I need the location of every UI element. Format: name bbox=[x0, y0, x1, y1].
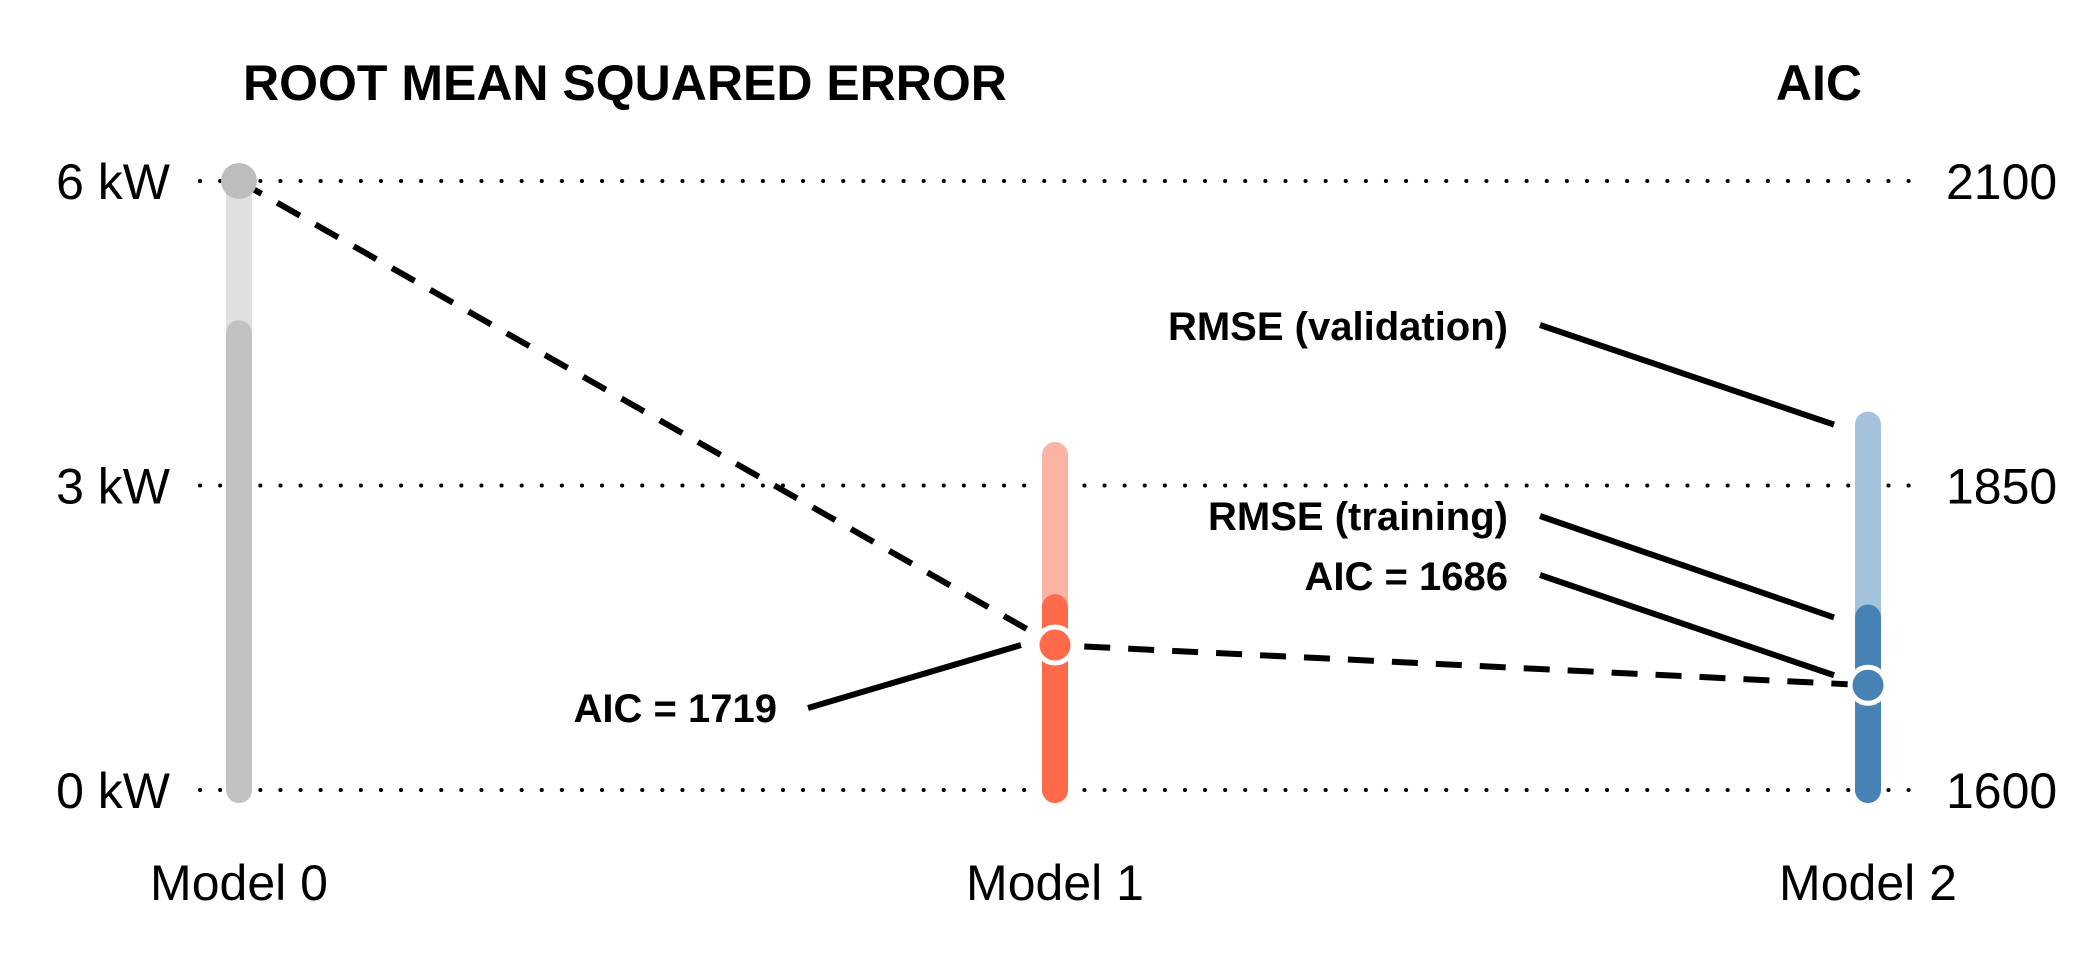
annotation-rmse-validation: RMSE (validation) bbox=[1168, 305, 1508, 349]
leader-rmse-validation bbox=[1539, 322, 1835, 428]
right-tick-label: 1600 bbox=[1946, 763, 2057, 819]
annotations: RMSE (validation) RMSE (training) AIC = … bbox=[574, 305, 1835, 731]
right-axis-ticks: 1600 1850 2100 bbox=[1946, 154, 2057, 819]
category-label: Model 2 bbox=[1779, 855, 1957, 911]
aic-point bbox=[1847, 664, 1889, 706]
annotation-aic-model-1: AIC = 1719 bbox=[574, 687, 777, 731]
right-axis-title: AIC bbox=[1776, 55, 1862, 111]
leader-aic-model-2 bbox=[1539, 572, 1835, 679]
leader-rmse-training bbox=[1539, 513, 1835, 621]
aic-series bbox=[221, 163, 1889, 706]
annotation-aic-model-2: AIC = 1686 bbox=[1305, 555, 1508, 599]
left-tick-label: 6 kW bbox=[56, 154, 171, 210]
category-label: Model 1 bbox=[966, 855, 1144, 911]
aic-point bbox=[1034, 624, 1076, 666]
right-tick-label: 2100 bbox=[1946, 154, 2057, 210]
left-tick-label: 0 kW bbox=[56, 763, 171, 819]
left-axis-title: ROOT MEAN SQUARED ERROR bbox=[243, 55, 1007, 111]
left-axis-ticks: 0 kW 3 kW 6 kW bbox=[56, 154, 171, 819]
leader-aic-model-1 bbox=[807, 642, 1022, 711]
left-tick-label: 3 kW bbox=[56, 459, 171, 515]
aic-point bbox=[221, 163, 257, 199]
category-labels: Model 0 Model 1 Model 2 bbox=[150, 855, 1957, 911]
right-tick-label: 1850 bbox=[1946, 459, 2057, 515]
annotation-rmse-training: RMSE (training) bbox=[1208, 495, 1508, 539]
category-label: Model 0 bbox=[150, 855, 328, 911]
